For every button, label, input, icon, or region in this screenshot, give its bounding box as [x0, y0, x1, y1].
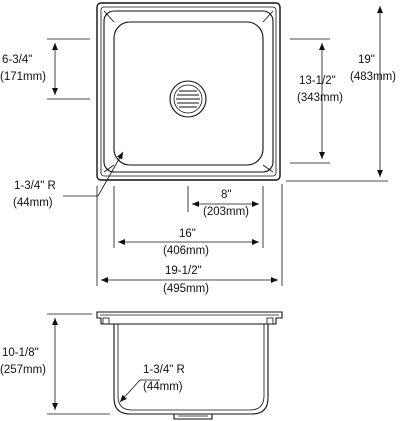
dim-bowl-depth: 10-1/8" (257mm) [0, 313, 110, 415]
corner-radius-label: 1-3/4" R [14, 180, 56, 192]
dim-overall-height: 19" (483mm) [286, 5, 396, 182]
drain-depth-label: 6-3/4" [2, 54, 32, 66]
overall-width-mm: (495mm) [163, 283, 209, 295]
overall-height-mm: (483mm) [350, 71, 396, 83]
bottom-radius-mm: (44mm) [143, 381, 183, 393]
drain-outlet [173, 414, 213, 420]
drain-depth-mm: (171mm) [0, 71, 46, 83]
overall-width-label: 19-1/2" [165, 265, 202, 277]
dim-drain-offset: 8" (203mm) [187, 186, 264, 248]
bowl-depth-label: 10-1/8" [2, 347, 39, 359]
sink-section-view [96, 311, 283, 420]
dim-drain-depth: 6-3/4" (171mm) [0, 38, 90, 100]
dim-inner-height: 13-1/2" (343mm) [290, 38, 343, 164]
sink-plan-view [96, 2, 281, 181]
drain-offset-mm: (203mm) [203, 206, 249, 218]
inner-height-mm: (343mm) [297, 92, 343, 104]
inner-width-label: 16" [179, 228, 196, 240]
inner-height-label: 13-1/2" [299, 75, 336, 87]
sink-bowl-bottom [113, 21, 264, 166]
overall-height-label: 19" [358, 54, 375, 66]
bowl-depth-mm: (257mm) [0, 364, 46, 376]
sink-bowl-section [113, 324, 269, 415]
bottom-radius-label: 1-3/4" R [143, 364, 185, 376]
dim-overall-width: 19-1/2" (495mm) [96, 184, 283, 295]
corner-radius-mm: (44mm) [13, 197, 53, 209]
sink-rim-inner-edge [100, 6, 277, 177]
drain-icon [169, 80, 207, 118]
dim-inner-width: 16" (406mm) [113, 186, 259, 257]
dim-corner-radius: 1-3/4" R (44mm) [13, 151, 124, 209]
drain-offset-label: 8" [221, 189, 231, 201]
sink-bowl-outer [103, 10, 274, 173]
sink-outer-rim [96, 2, 281, 181]
dim-bottom-radius: 1-3/4" R (44mm) [119, 364, 185, 403]
inner-width-mm: (406mm) [163, 245, 209, 257]
